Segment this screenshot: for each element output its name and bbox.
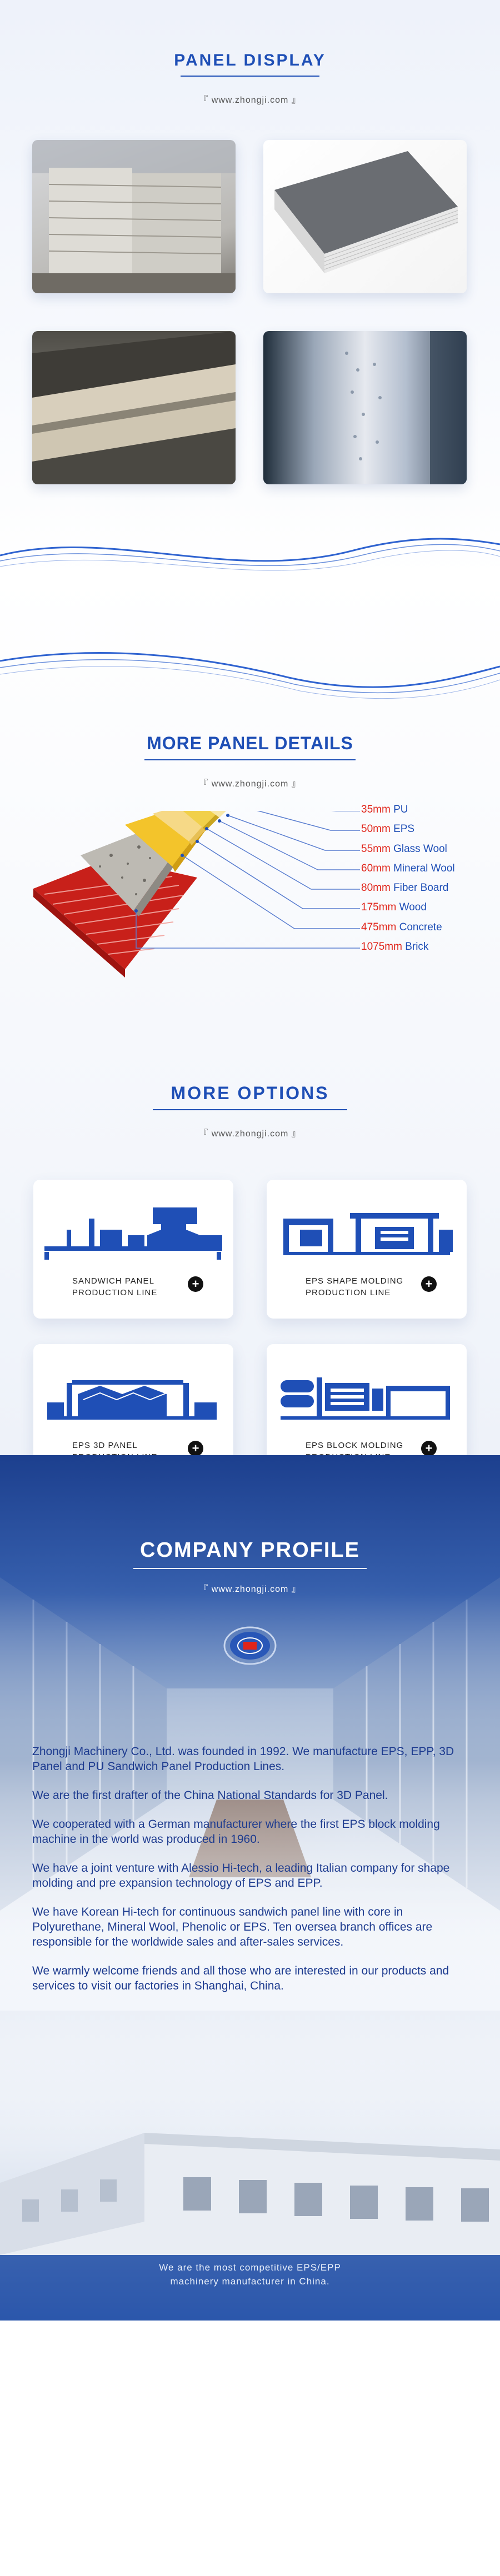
panel-layers-diagram bbox=[33, 811, 360, 978]
legend-row-brick: 1075mm Brick bbox=[361, 941, 429, 953]
company-tagline: We are the most competitive EPS/EPP mach… bbox=[159, 2262, 341, 2287]
panel-photo-gray-board[interactable] bbox=[263, 140, 467, 293]
eps-shape-molding-icon bbox=[283, 1213, 453, 1255]
factory-image bbox=[0, 2044, 500, 2321]
expand-plus-icon[interactable]: + bbox=[421, 1276, 437, 1292]
company-description: Zhongji Machinery Co., Ltd. was founded … bbox=[32, 1744, 471, 2007]
website-url: 『 www.zhongji.com 』 bbox=[199, 96, 301, 105]
decorative-wave bbox=[0, 538, 500, 571]
legend-row-fiber-board: 80mm Fiber Board bbox=[361, 882, 449, 894]
profile-paragraph: We cooperated with a German manufacturer… bbox=[32, 1818, 440, 1846]
office-background-image bbox=[0, 1455, 500, 2011]
company-profile-section: COMPANY PROFILE 『 www.zhongji.com 』 Zhon… bbox=[0, 1455, 500, 2321]
more-options-title: MORE OPTIONS bbox=[171, 1083, 329, 1103]
panel-details-section: MORE PANEL DETAILS 『 www.zhongji.com 』 bbox=[0, 578, 500, 1033]
panel-details-title: MORE PANEL DETAILS bbox=[147, 733, 353, 753]
expand-plus-icon[interactable]: + bbox=[421, 1441, 437, 1456]
panel-photo-metal-roll[interactable] bbox=[263, 331, 467, 484]
legend-row-wood: 175mm Wood bbox=[361, 901, 427, 913]
legend-row-eps: 50mm EPS bbox=[361, 823, 415, 835]
more-options-section: MORE OPTIONS 『 www.zhongji.com 』 SANDWIC… bbox=[0, 1033, 500, 1483]
legend-row-glass-wool: 55mm Glass Wool bbox=[361, 843, 447, 855]
panel-display-section: PANEL DISPLAY 『 www.zhongji.com 』 bbox=[0, 0, 500, 578]
eps-3d-panel-line-icon bbox=[47, 1380, 217, 1420]
legend-row-mineral-wool: 60mm Mineral Wool bbox=[361, 863, 455, 874]
website-url: 『 www.zhongji.com 』 bbox=[199, 1129, 301, 1139]
panel-display-title: PANEL DISPLAY bbox=[174, 51, 326, 69]
profile-paragraph: We are the first drafter of the China Na… bbox=[32, 1789, 388, 1802]
legend-row-concrete: 475mm Concrete bbox=[361, 921, 442, 933]
decorative-wave bbox=[0, 652, 500, 699]
website-url: 『 www.zhongji.com 』 bbox=[199, 779, 301, 789]
expand-plus-icon[interactable]: + bbox=[188, 1441, 203, 1456]
sandwich-panel-line-icon bbox=[44, 1207, 222, 1260]
company-profile-title: COMPANY PROFILE bbox=[140, 1538, 360, 1562]
panel-photo-layered-sheets[interactable] bbox=[32, 331, 236, 484]
title-underline bbox=[153, 1109, 347, 1110]
profile-paragraph: We warmly welcome friends and all those … bbox=[32, 1964, 449, 1992]
website-url: 『 www.zhongji.com 』 bbox=[199, 1585, 301, 1594]
profile-paragraph: Zhongji Machinery Co., Ltd. was founded … bbox=[32, 1745, 454, 1773]
profile-paragraph: We have a joint venture with Alessio Hi-… bbox=[32, 1862, 450, 1890]
title-underline bbox=[133, 1568, 367, 1569]
panel-photo-stacked-boards[interactable] bbox=[32, 140, 236, 293]
legend-row-pu: 35mm PU bbox=[361, 804, 408, 815]
profile-paragraph: We have Korean Hi-tech for continuous sa… bbox=[32, 1906, 433, 1948]
eps-block-molding-icon bbox=[281, 1377, 450, 1420]
company-logo-icon bbox=[223, 1626, 277, 1665]
expand-plus-icon[interactable]: + bbox=[188, 1276, 203, 1292]
title-underline bbox=[181, 76, 319, 77]
title-underline bbox=[144, 759, 356, 760]
